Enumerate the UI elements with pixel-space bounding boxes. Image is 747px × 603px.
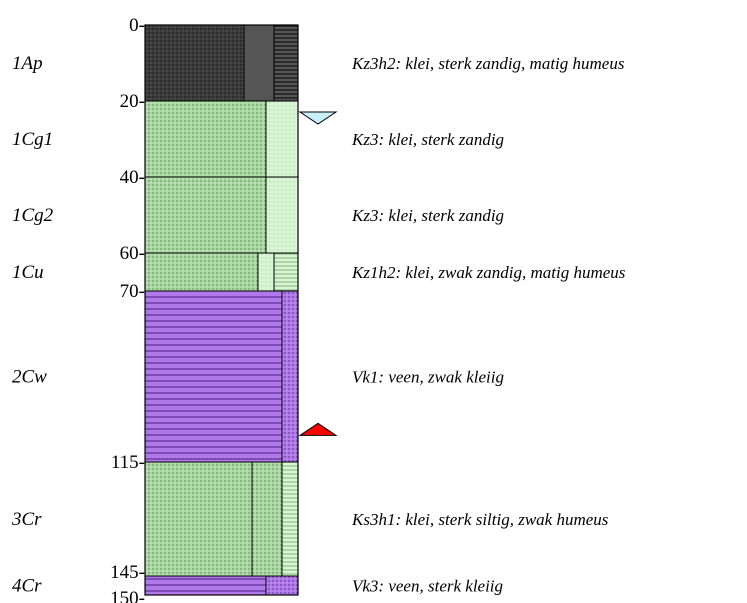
layer-description: Kz3: klei, sterk zandig bbox=[351, 206, 504, 225]
horizon-label: 1Cg1 bbox=[12, 129, 53, 150]
depth-tick-label: 0- bbox=[129, 15, 145, 36]
depth-axis: 0- 20- 40- 60- 70- 115- 145- 150- bbox=[110, 15, 145, 603]
depth-tick-label: 150- bbox=[110, 588, 145, 603]
layer-block bbox=[243, 24, 275, 102]
layer-block bbox=[273, 24, 299, 102]
low-water-level-marker bbox=[298, 422, 338, 436]
depth-tick-label: 40- bbox=[120, 167, 145, 188]
horizon-labels: 1Ap 1Cg1 1Cg2 1Cu 2Cw 3Cr 4Cr bbox=[11, 53, 54, 597]
layer-block bbox=[144, 176, 267, 254]
layer-block bbox=[265, 176, 299, 254]
layer-block bbox=[273, 252, 299, 292]
layer-block bbox=[281, 290, 299, 463]
layer-block bbox=[257, 252, 275, 292]
horizon-label: 4Cr bbox=[12, 576, 42, 597]
layer-description: Vk3: veen, sterk kleiig bbox=[352, 577, 503, 596]
horizon-label: 1Cg2 bbox=[12, 205, 54, 226]
layer-block bbox=[144, 252, 259, 292]
layer-block bbox=[265, 575, 299, 596]
horizon-label: 1Cu bbox=[12, 262, 44, 283]
depth-tick-label: 20- bbox=[120, 91, 145, 112]
layer-block bbox=[144, 24, 245, 102]
column-border bbox=[144, 24, 299, 596]
horizon-label: 2Cw bbox=[12, 367, 47, 388]
profile-column bbox=[144, 24, 299, 596]
layer-block bbox=[251, 461, 283, 577]
layer-description: Kz3: klei, sterk zandig bbox=[351, 130, 504, 149]
layer-block bbox=[144, 100, 267, 178]
depth-tick-label: 60- bbox=[120, 243, 145, 264]
layer-description: Vk1: veen, zwak kleiig bbox=[352, 368, 504, 387]
depth-tick-label: 115- bbox=[111, 452, 145, 473]
horizon-label: 3Cr bbox=[11, 509, 42, 530]
layer-description: Kz1h2: klei, zwak zandig, matig humeus bbox=[351, 263, 626, 282]
layer-block bbox=[144, 290, 283, 463]
layer-description: Kz3h2: klei, sterk zandig, matig humeus bbox=[351, 54, 625, 73]
layer-block bbox=[144, 575, 267, 596]
layer-descriptions: Kz3h2: klei, sterk zandig, matig humeusK… bbox=[351, 54, 626, 596]
layer-description: Ks3h1: klei, sterk siltig, zwak humeus bbox=[351, 510, 609, 529]
layer-block bbox=[281, 461, 299, 577]
water-level-markers bbox=[298, 111, 338, 436]
depth-tick-label: 70- bbox=[120, 281, 145, 302]
horizon-label: 1Ap bbox=[12, 53, 43, 74]
layer-block bbox=[144, 461, 253, 577]
high-water-level-marker bbox=[298, 111, 338, 125]
layer-block bbox=[265, 100, 299, 178]
depth-tick-label: 145- bbox=[110, 562, 145, 583]
